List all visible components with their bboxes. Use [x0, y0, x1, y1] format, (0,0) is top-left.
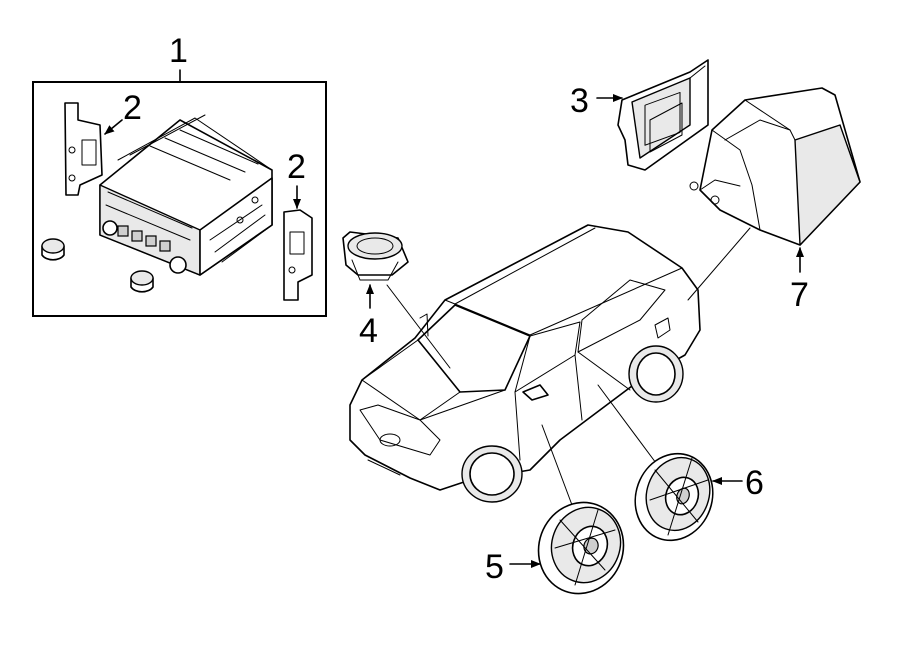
rear-door-speaker-group: 6	[623, 443, 764, 552]
tweeter-group: 4	[342, 231, 409, 350]
callout-4[interactable]: 4	[359, 312, 378, 350]
subwoofer-group: 7	[689, 87, 861, 314]
subwoofer-enclosure[interactable]	[689, 87, 861, 246]
front-door-speaker[interactable]	[526, 490, 636, 605]
tuning-knob[interactable]	[130, 270, 154, 293]
tweeter-location-line	[386, 284, 451, 369]
amplifier-module-group: 3	[570, 59, 709, 171]
tweeter-speaker[interactable]	[342, 231, 409, 281]
callout-5[interactable]: 5	[485, 548, 504, 586]
callout-3[interactable]: 3	[570, 82, 589, 120]
callout-6[interactable]: 6	[745, 464, 764, 502]
callout-2-right[interactable]: 2	[287, 148, 306, 186]
callout-1[interactable]: 1	[169, 32, 188, 70]
suv-vehicle	[349, 224, 701, 503]
callout-2-left[interactable]: 2	[123, 89, 142, 127]
left-mounting-bracket[interactable]	[64, 102, 103, 196]
radio-assembly-group: 1	[32, 32, 327, 317]
front-speaker-location-line	[541, 424, 573, 506]
rear-door-speaker[interactable]	[623, 443, 725, 552]
front-door-speaker-group: 5	[485, 490, 636, 605]
volume-knob[interactable]	[41, 238, 65, 261]
subwoofer-location-line	[687, 227, 751, 301]
radio-head-unit[interactable]	[99, 114, 273, 276]
callout-7[interactable]: 7	[790, 276, 809, 314]
rear-speaker-location-line	[597, 384, 657, 464]
callout-2-left-arrow	[104, 119, 123, 135]
right-mounting-bracket[interactable]	[283, 209, 313, 301]
control-module[interactable]	[617, 59, 709, 171]
